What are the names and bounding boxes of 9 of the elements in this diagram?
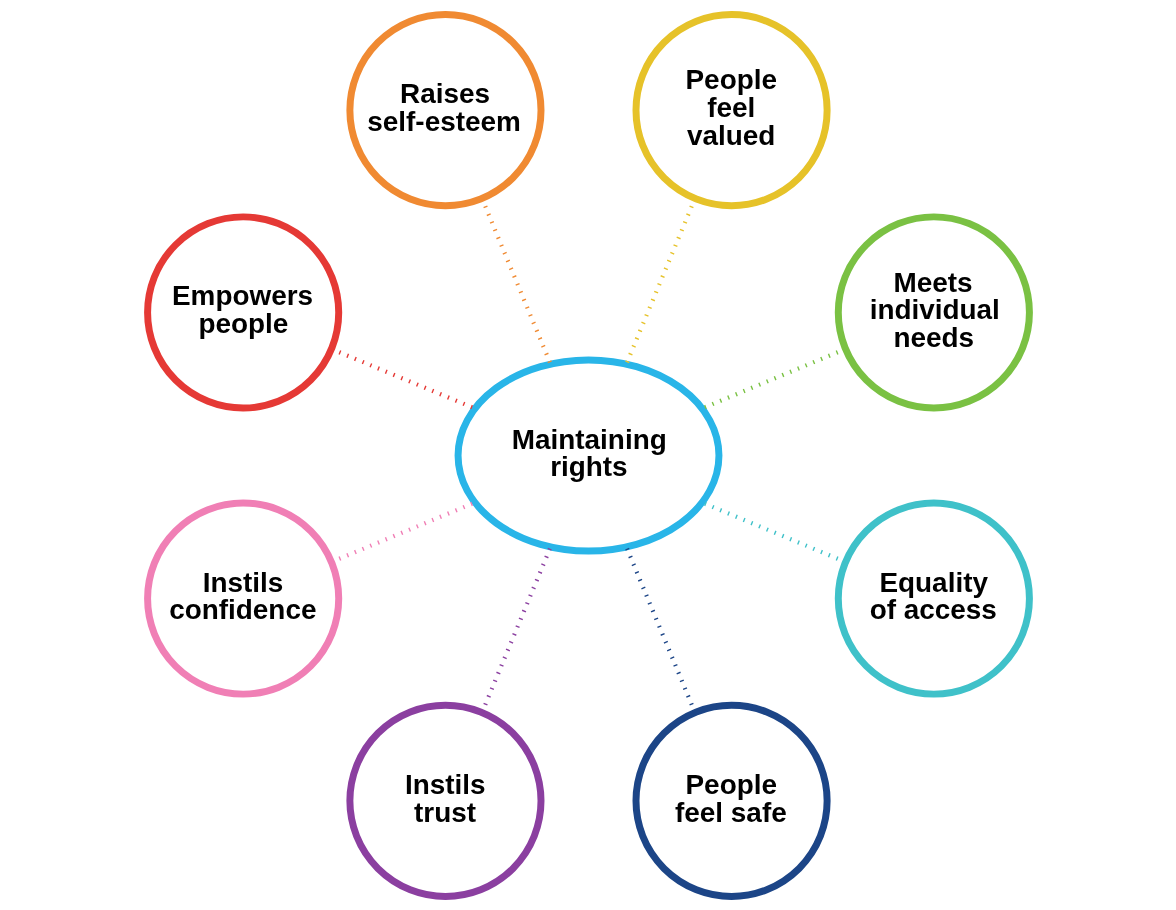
node-circle: Equality of access [834, 499, 1033, 698]
node-circle: Meets individual needs [834, 212, 1033, 411]
node-circle: Empowers people [143, 212, 342, 411]
node-circle: Instils trust [345, 701, 544, 900]
node-circle: Instils confidence [143, 499, 342, 698]
node-ellipse: Maintaining rights [454, 355, 722, 555]
node-circle: Raises self-esteem [345, 10, 544, 209]
node-circle: People feel safe [632, 701, 831, 900]
node-circle: People feel valued [632, 10, 831, 209]
